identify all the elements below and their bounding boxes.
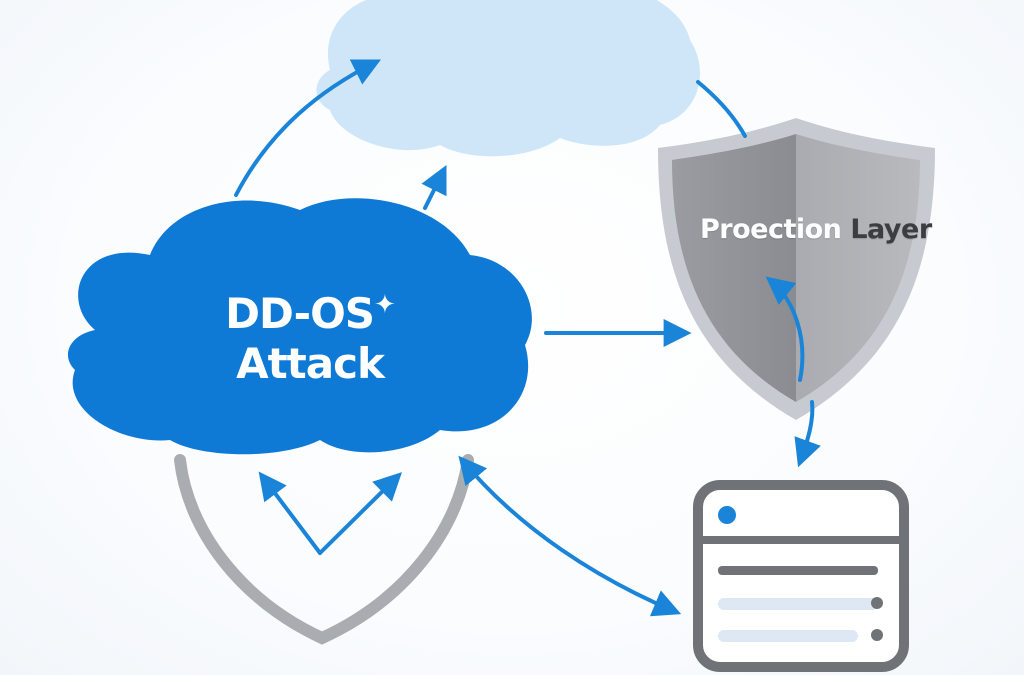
arrow-server-to-attack bbox=[458, 455, 682, 617]
server-icon bbox=[693, 480, 909, 672]
attack-label: DD-OS✦ Attack bbox=[150, 280, 470, 389]
arrow-v-left bbox=[258, 471, 322, 555]
attack-label-line1: DD-OS✦ bbox=[225, 289, 396, 338]
attack-label-line2: Attack bbox=[236, 339, 385, 388]
server-line bbox=[718, 630, 858, 642]
server-status-dot bbox=[718, 506, 736, 524]
arrow-shield-to-server bbox=[794, 400, 821, 468]
arrow-v-right bbox=[318, 472, 402, 555]
arrow-short-up bbox=[421, 164, 447, 210]
arrow-attack-to-cloud bbox=[234, 59, 382, 197]
protection-shield bbox=[658, 118, 935, 420]
attack-cloud bbox=[67, 198, 532, 455]
sparkle-icon: ✦ bbox=[374, 290, 396, 320]
target-cloud bbox=[316, 0, 701, 157]
shield-label: Proection Layer bbox=[700, 212, 960, 248]
server-dot bbox=[871, 597, 883, 609]
server-line bbox=[718, 598, 878, 610]
server-dot bbox=[871, 629, 883, 641]
arrow-cloud-to-shield bbox=[696, 80, 747, 138]
arrows bbox=[234, 59, 821, 617]
server-line bbox=[718, 566, 878, 575]
arrow-inside-shield bbox=[765, 276, 805, 382]
shield-label-dark: Layer bbox=[850, 214, 932, 245]
shield-label-light: Proection bbox=[700, 214, 851, 245]
attack-shield-outline bbox=[174, 454, 474, 645]
